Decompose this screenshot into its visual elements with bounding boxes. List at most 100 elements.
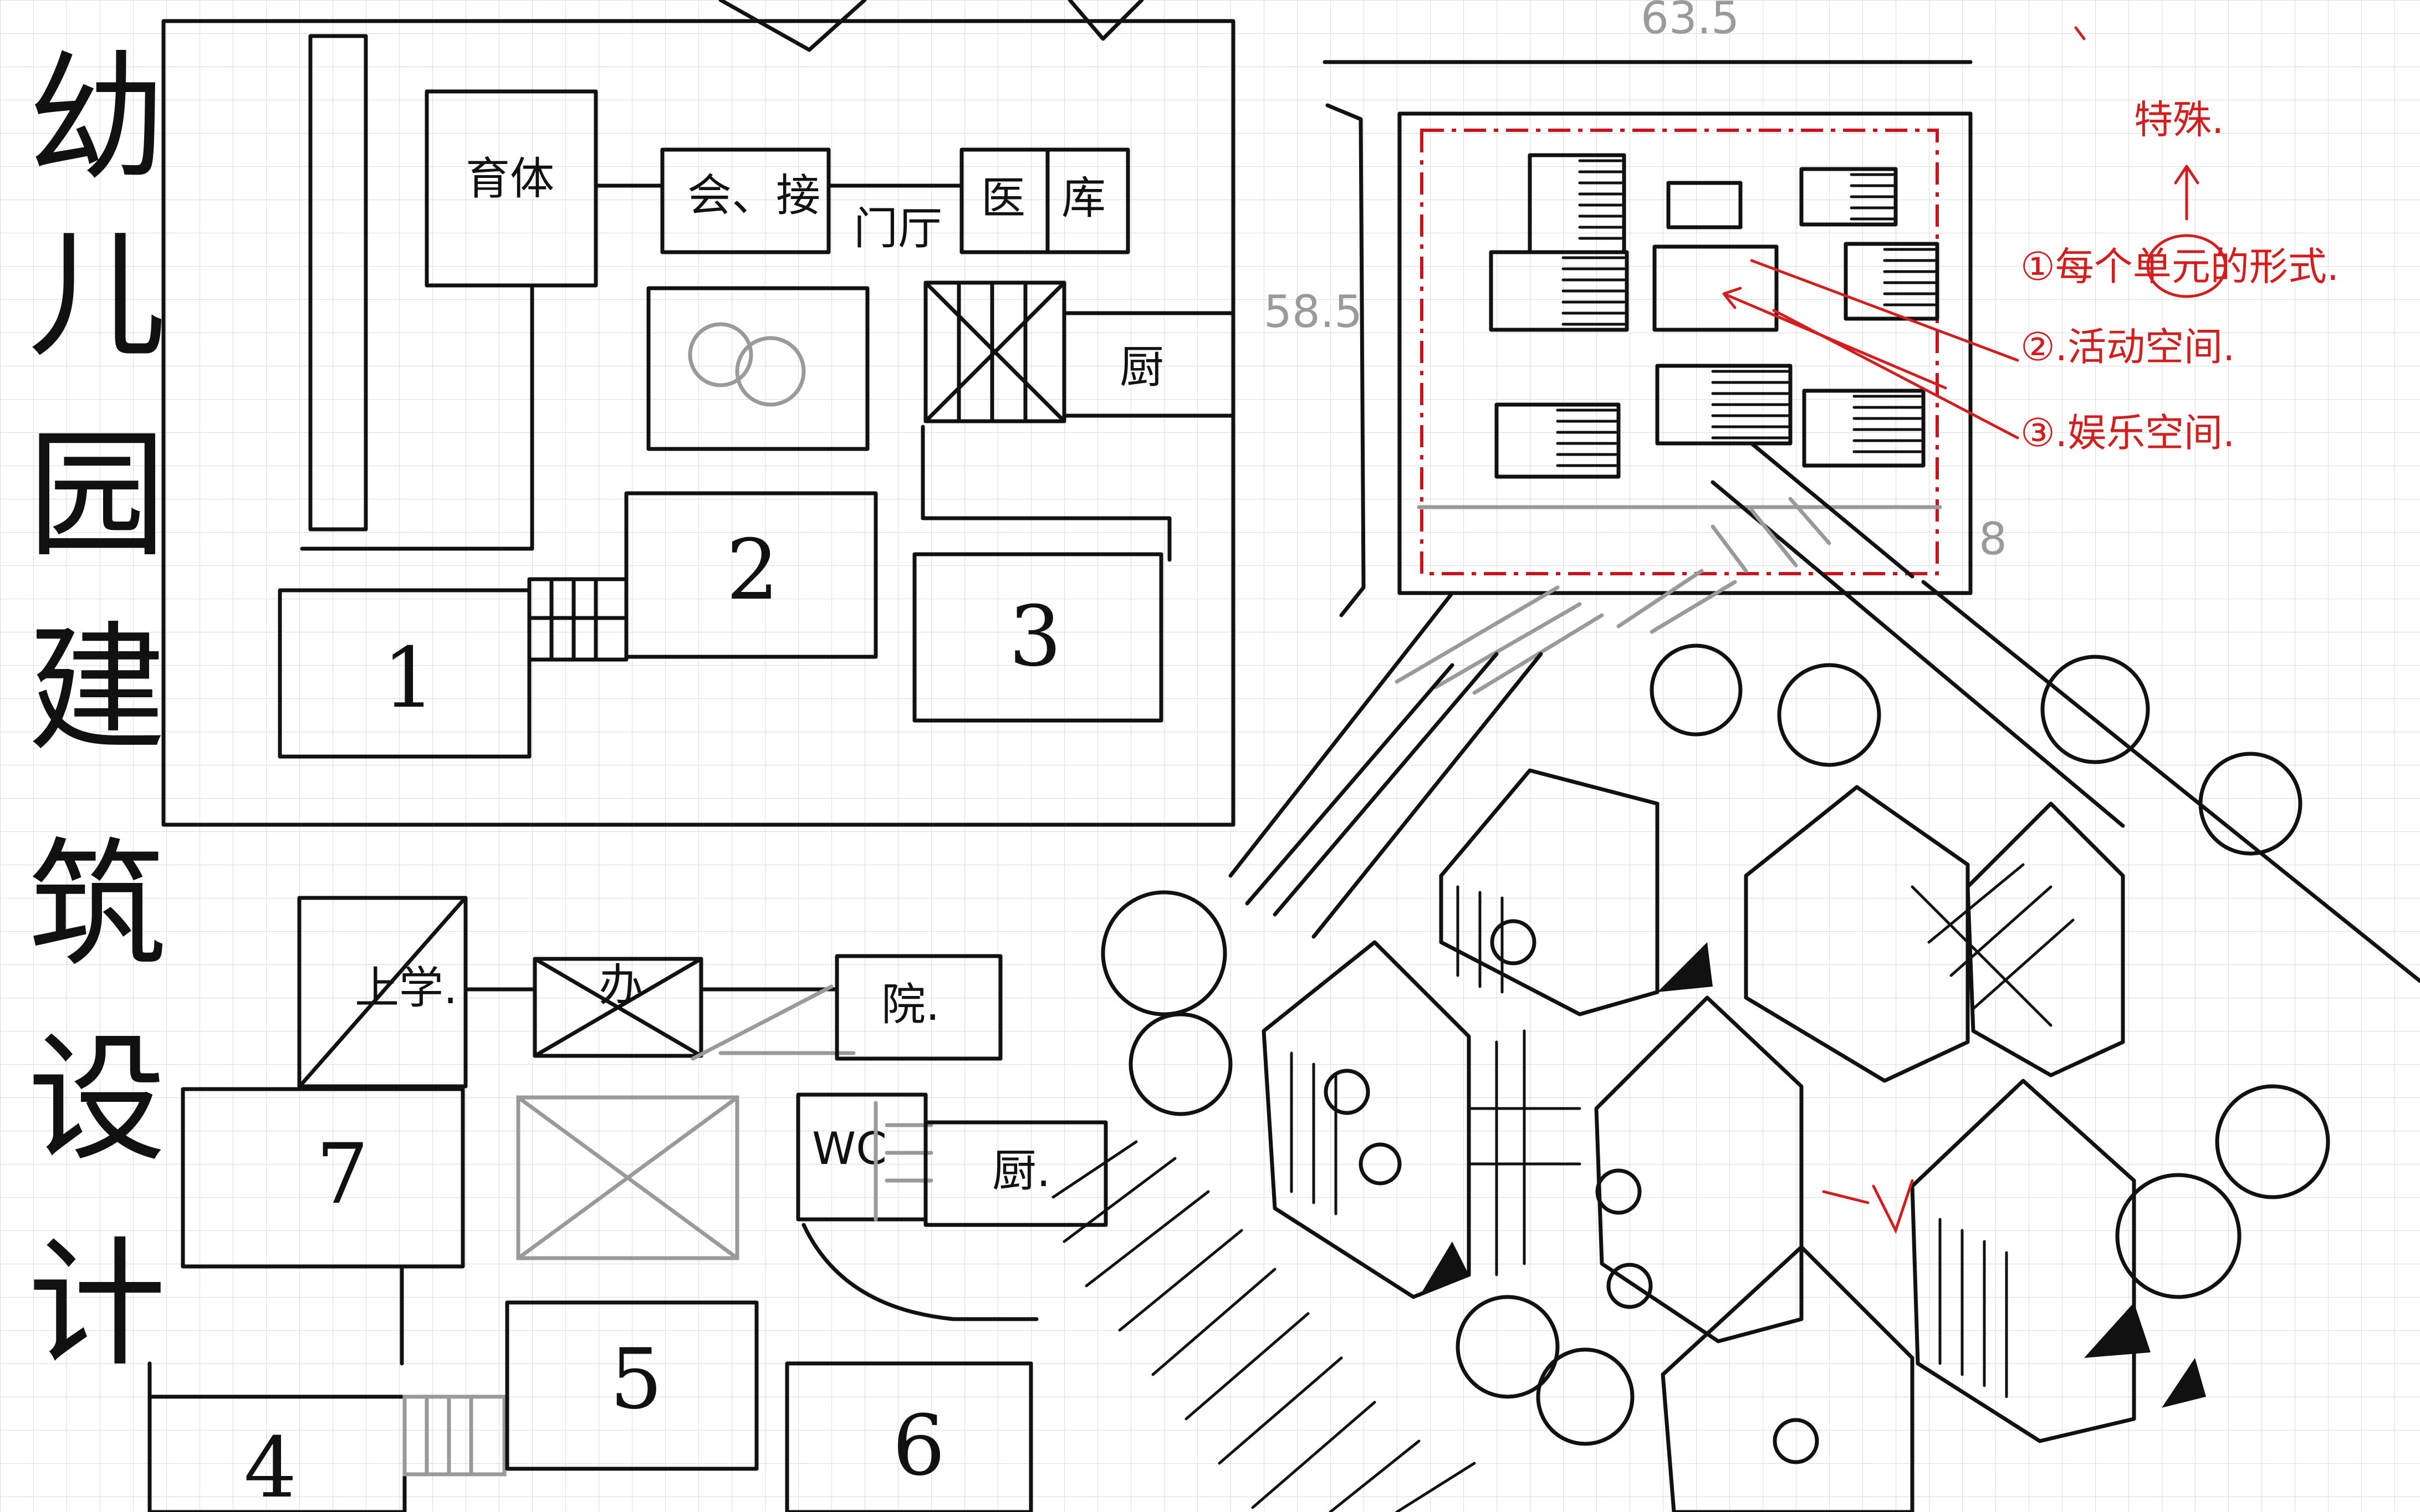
window-icon bbox=[1324, 1069, 1370, 1115]
unit-block bbox=[1652, 244, 1779, 332]
tree-icon bbox=[688, 322, 753, 387]
hatch bbox=[1578, 159, 1623, 240]
unit-6 bbox=[785, 1361, 1033, 1512]
buildings bbox=[1262, 768, 2206, 1512]
tree-icon bbox=[1536, 1347, 1635, 1446]
courtyard bbox=[646, 286, 870, 451]
building bbox=[1594, 995, 1804, 1344]
trees bbox=[1101, 643, 2330, 1446]
hatch bbox=[1711, 370, 1789, 440]
room-kitchen-label: 厨 bbox=[1120, 341, 1164, 393]
shadow bbox=[1419, 1242, 1469, 1297]
tree-icon bbox=[2215, 1084, 2330, 1199]
tree-icon bbox=[1456, 1295, 1560, 1399]
room-gym-label: 育体 bbox=[466, 153, 554, 205]
room-yard bbox=[835, 954, 1003, 1061]
room-mid-label: 办 bbox=[599, 959, 643, 1011]
court bbox=[516, 1095, 739, 1260]
unit-block bbox=[1655, 364, 1793, 446]
annotations: 特殊. ①每个单元的形式. ②.活动空间. ③.娱乐空间. bbox=[1750, 26, 2339, 456]
tree-icon bbox=[1650, 643, 1743, 737]
note-item-3: ③.娱乐空间. bbox=[2020, 410, 2235, 456]
road-edge bbox=[1711, 441, 2420, 983]
tree-icon bbox=[2198, 752, 2302, 856]
title-char: 儿 bbox=[28, 215, 166, 376]
dimension-side: 8 bbox=[1979, 513, 2007, 565]
hatch-street bbox=[1395, 497, 1831, 695]
room-hall-label: 门厅 bbox=[854, 203, 942, 254]
tree-icon bbox=[2040, 655, 2150, 764]
shadow bbox=[1657, 942, 1713, 992]
room-meeting bbox=[660, 147, 831, 254]
entrance-mark bbox=[1068, 0, 1144, 41]
setback-line bbox=[1420, 129, 1939, 575]
curve bbox=[801, 1223, 1039, 1321]
annotation-check bbox=[1822, 1179, 1914, 1234]
title-char: 筑 bbox=[28, 825, 166, 986]
unit-block bbox=[1844, 242, 1939, 321]
room-yard-label: 院. bbox=[881, 979, 940, 1030]
title-char: 设 bbox=[28, 1019, 166, 1180]
connector bbox=[300, 286, 534, 551]
site-boundary bbox=[1397, 111, 1973, 595]
room-kitchen-b bbox=[923, 1120, 1108, 1227]
roof-grid bbox=[1911, 863, 2075, 1027]
shadow bbox=[2162, 1358, 2206, 1408]
floor-plan-bottom: 上学. 办 院. 7 WC 厨. 4 5 6 bbox=[147, 896, 1108, 1512]
unit-block bbox=[1494, 402, 1621, 479]
plan-frame bbox=[161, 19, 1235, 827]
window-icon bbox=[1359, 1142, 1402, 1186]
unit-2 bbox=[624, 491, 878, 659]
unit-block bbox=[1666, 181, 1743, 229]
entrance-mark bbox=[718, 0, 867, 52]
room-kitchen bbox=[1062, 311, 1235, 418]
stair-icon bbox=[923, 280, 1066, 423]
floor-plan-top: 育体 会、接 门厅 医 库 厨 1 2 3 bbox=[161, 0, 1235, 827]
tree-icon bbox=[1101, 890, 1227, 1016]
cross bbox=[533, 957, 703, 1058]
stair-icon bbox=[425, 1394, 473, 1477]
window-icon bbox=[1606, 1263, 1653, 1309]
note-heading: 特殊. bbox=[2134, 97, 2224, 142]
building bbox=[1661, 1245, 1914, 1512]
window-icon bbox=[1773, 1418, 1819, 1464]
unit-block bbox=[1799, 167, 1898, 227]
room-classroom-label: 上学. bbox=[355, 962, 457, 1014]
connector bbox=[921, 425, 1172, 562]
title-char: 计 bbox=[28, 1224, 166, 1385]
room-medical-label: 医 bbox=[981, 172, 1025, 224]
unit-1-label: 1 bbox=[382, 630, 435, 727]
building bbox=[1965, 801, 2125, 1077]
room-storage-label: 库 bbox=[1061, 172, 1106, 224]
stair-icon bbox=[874, 1101, 933, 1222]
tree-icon bbox=[735, 336, 806, 407]
dimension-width: 63.5 bbox=[1641, 0, 1739, 44]
shadow bbox=[2084, 1302, 2151, 1358]
pencil-lines bbox=[691, 984, 856, 1061]
unit-5 bbox=[505, 1300, 759, 1471]
unit-3-label: 3 bbox=[1009, 589, 1061, 685]
building bbox=[1910, 1079, 2136, 1443]
arrow-up-icon bbox=[2174, 165, 2199, 221]
hatch bbox=[1556, 408, 1617, 467]
site-plan: 63.5 58.5 8 bbox=[1264, 0, 2007, 617]
unit-4-label: 4 bbox=[244, 1420, 297, 1512]
ground-hatch bbox=[1051, 1140, 1476, 1512]
room-classroom bbox=[297, 896, 468, 1089]
room-meeting-label: 会、接 bbox=[687, 170, 820, 221]
unit-1 bbox=[278, 588, 532, 759]
tree-icon bbox=[1129, 1012, 1233, 1116]
unit-block bbox=[1489, 250, 1629, 332]
unit-block bbox=[1802, 389, 1926, 468]
window-icon bbox=[1490, 919, 1536, 966]
diagonal bbox=[300, 898, 465, 1086]
room-medical-storage bbox=[959, 147, 1130, 254]
dimension-depth: 58.5 bbox=[1264, 286, 1362, 338]
vertical-title: 幼 儿 园 建 筑 设 计 bbox=[28, 38, 166, 1385]
stair-small-b bbox=[402, 1394, 507, 1477]
hatch bbox=[1561, 256, 1626, 326]
unit-7 bbox=[181, 1087, 465, 1269]
stair-icon bbox=[530, 577, 626, 662]
unit-7-label: 7 bbox=[316, 1126, 369, 1223]
unit-6-label: 6 bbox=[892, 1398, 945, 1494]
